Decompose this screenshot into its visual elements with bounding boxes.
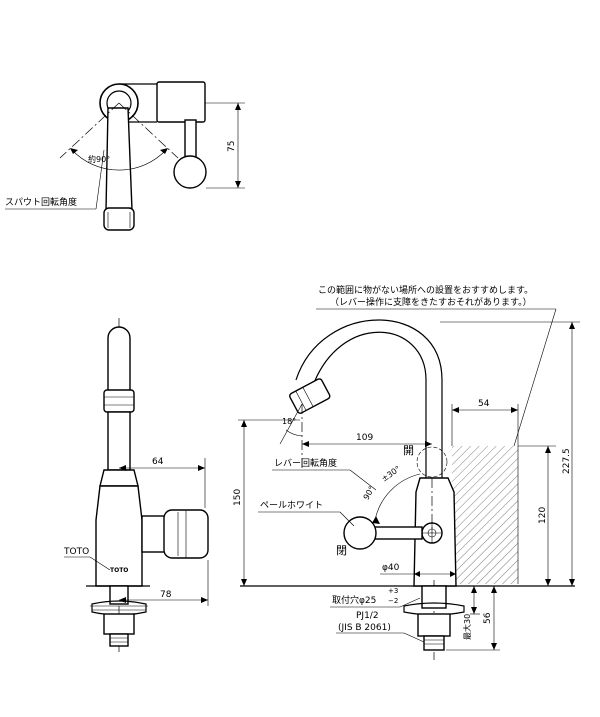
shank-side <box>421 585 447 609</box>
spout-tip-top <box>103 207 135 231</box>
diameter-40: φ40 <box>382 563 400 573</box>
standard-label: (JIS B 2061) <box>338 623 391 633</box>
angle-90: 90° <box>362 485 377 502</box>
dim-56: 56 <box>483 612 493 624</box>
spout-rotation-label: スパウト回転角度 <box>5 196 77 208</box>
lever-ball-top <box>173 155 207 189</box>
mounting-hole-label: 取付穴φ25 <box>332 594 376 606</box>
thread-side <box>423 635 445 651</box>
top-view: 約90° スパウト回転角度 75 <box>5 81 245 231</box>
side-view: 18° 90° ±30° 開 閉 レバー回転角度 ペールホワイト <box>233 284 580 660</box>
lever-stem-side <box>371 526 423 540</box>
aerator-front <box>103 389 135 413</box>
dim-64: 64 <box>152 457 164 467</box>
dim-78: 78 <box>160 590 172 600</box>
lever-stem-top <box>184 119 197 161</box>
dim-120: 120 <box>538 507 548 524</box>
color-label: ペールホワイト <box>260 500 323 511</box>
thread-label: PJ1/2 <box>356 611 379 621</box>
close-label: 閉 <box>336 544 347 557</box>
angle-tol: ±30° <box>380 464 402 483</box>
spout-tube-front <box>107 411 131 471</box>
thread-front <box>109 633 129 647</box>
angle-18: 18° <box>282 417 296 426</box>
nut-side <box>417 613 451 637</box>
brand-label: TOTO <box>63 547 89 557</box>
spout-riser-front <box>107 326 131 393</box>
lever-angle-label: レバー回転角度 <box>274 457 337 469</box>
dim-109: 109 <box>356 433 373 443</box>
dim-54: 54 <box>478 399 490 409</box>
tol-plus: +3 <box>388 587 398 595</box>
dim-227-5: 227.5 <box>562 448 572 474</box>
aerator-side <box>289 378 331 414</box>
dim-150: 150 <box>233 489 243 506</box>
lever-block-front <box>141 515 167 553</box>
clearance-note-line2: （レバー操作に支障をきたすおそれがあります。） <box>330 296 532 308</box>
open-label: 開 <box>403 444 414 457</box>
brand-mark: TOTO <box>110 567 128 574</box>
nut-front <box>103 613 135 635</box>
dim-75: 75 <box>227 141 237 152</box>
clearance-note-line1: この範囲に物がない場所への設置をおすすめします。 <box>318 284 533 296</box>
dim-max-30: 最大30 <box>462 614 472 640</box>
clearance-zone <box>452 446 518 584</box>
body-block-top <box>156 81 206 123</box>
lever-ball-side <box>343 516 377 550</box>
front-view: TOTO TOTO 64 78 <box>63 318 209 655</box>
spout-collar-front <box>99 469 139 487</box>
rotation-angle-label: 約90° <box>88 154 110 164</box>
tol-minus: −2 <box>388 597 398 605</box>
